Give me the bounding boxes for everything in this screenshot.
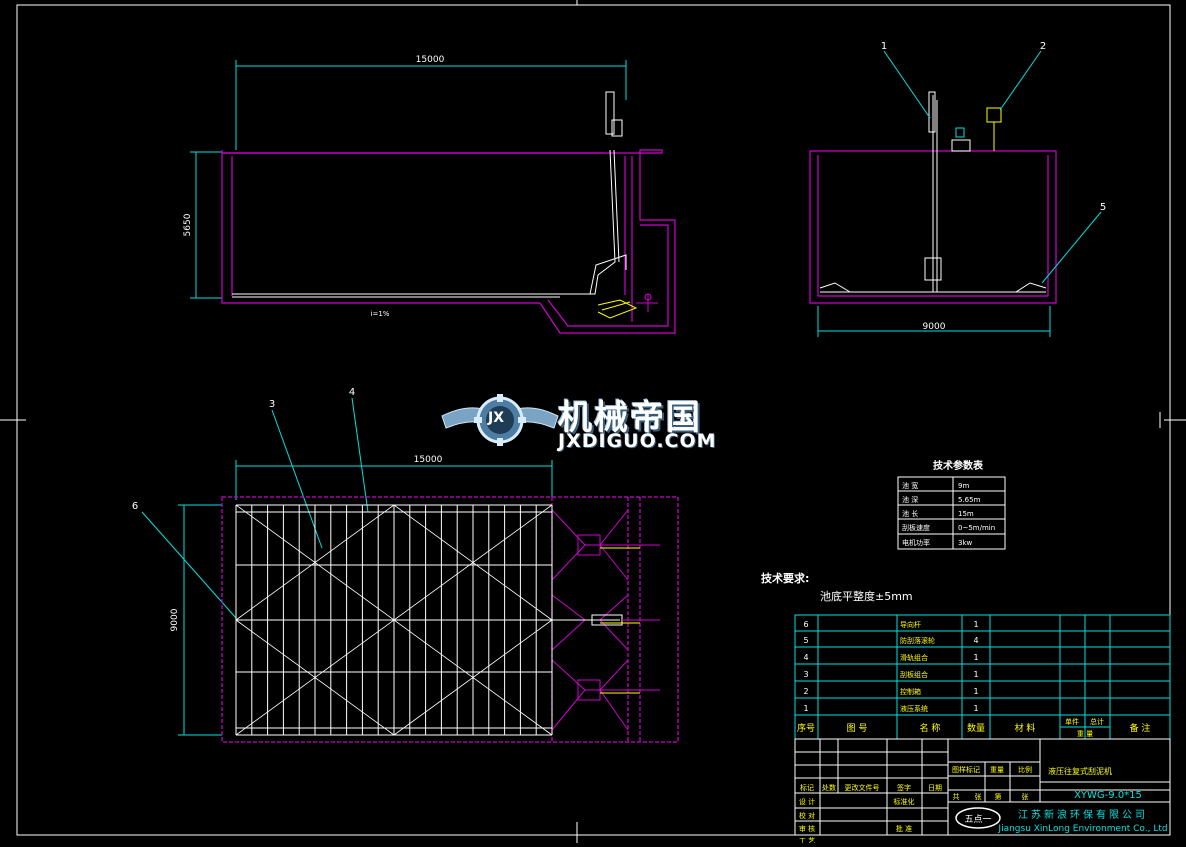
part-qty: 1 — [973, 653, 978, 662]
tb-change-doc: 更改文件号 — [845, 783, 880, 792]
part-no: 4 — [803, 653, 808, 662]
tb-sheet-no: 第 — [995, 792, 1002, 801]
header-single: 单件 — [1065, 717, 1079, 726]
tb-sheet-word: 张 — [975, 792, 982, 801]
slope-label: i=1% — [371, 310, 390, 318]
param-label: 池 宽 — [902, 481, 918, 490]
header-material: 材 料 — [1015, 722, 1036, 734]
part-name: 滑轨组合 — [900, 653, 928, 662]
param-value: 9m — [958, 482, 969, 490]
tb-drawing-code: XYWG-9.0*15 — [1074, 790, 1142, 801]
elevation-length-dim: 15000 — [416, 55, 445, 65]
tb-review: 审 核 — [799, 824, 815, 833]
header-note: 备 注 — [1130, 722, 1151, 734]
param-label: 池 长 — [902, 509, 918, 518]
tb-standard: 标准化 — [894, 797, 915, 806]
tb-stage-label: 图样标记 — [952, 765, 980, 774]
tb-sign: 签字 — [897, 783, 911, 792]
part-name: 防刮落滚轮 — [900, 636, 935, 645]
header-no: 序号 — [797, 722, 815, 734]
company-name-cn: 江苏新浪环保有限公司 — [1018, 808, 1148, 821]
company-stamp — [955, 807, 1001, 829]
side-view — [809, 50, 1102, 337]
header-name: 名 称 — [920, 722, 941, 734]
tb-scale-label: 比例 — [1018, 765, 1032, 774]
header-qty: 数量 — [967, 722, 985, 734]
callout-5: 5 — [1100, 202, 1106, 213]
plan-view — [141, 397, 679, 743]
callout-3: 3 — [269, 399, 275, 410]
tb-sheet-word2: 张 — [1022, 792, 1029, 801]
param-value: 0~5m/min — [958, 524, 995, 532]
scraper-grid — [235, 504, 553, 736]
elevation-height-dim: 5650 — [183, 213, 193, 236]
company-stamp-text: 五点一 — [964, 814, 991, 825]
tb-approve: 批 准 — [896, 824, 912, 833]
tech-params-title: 技术参数表 — [933, 459, 984, 472]
watermark-logo-text: JX — [488, 410, 505, 426]
tb-check: 校 对 — [799, 811, 815, 820]
tech-requirements-heading: 技术要求: — [761, 571, 809, 585]
part-name: 液压系统 — [900, 704, 928, 713]
callout-1: 1 — [881, 41, 887, 52]
part-no: 2 — [803, 687, 808, 696]
param-label: 池 深 — [902, 495, 918, 504]
tb-sheet-total: 共 — [953, 792, 960, 801]
param-label: 刮板速度 — [902, 523, 930, 532]
part-qty: 1 — [973, 704, 978, 713]
tb-count: 处数 — [822, 783, 836, 792]
tb-design: 设 计 — [799, 797, 815, 806]
tb-date: 日期 — [928, 784, 942, 792]
tb-craft: 工 艺 — [799, 837, 815, 843]
callout-6: 6 — [132, 501, 138, 512]
part-qty: 1 — [973, 687, 978, 696]
gear-wings-logo-icon — [441, 394, 559, 446]
param-label: 电机功率 — [902, 538, 930, 547]
part-name: 控制箱 — [900, 687, 921, 696]
part-no: 5 — [803, 636, 808, 645]
tb-weight-label: 重量 — [990, 766, 1004, 774]
elevation-view — [190, 60, 676, 334]
callout-4: 4 — [349, 387, 355, 398]
side-width-dim: 9000 — [923, 322, 946, 332]
tech-params-table — [897, 476, 1006, 550]
tb-marker: 标记 — [800, 783, 814, 792]
part-no: 1 — [803, 704, 808, 713]
part-name: 导向杆 — [900, 620, 921, 629]
part-no: 3 — [803, 670, 808, 679]
part-no: 6 — [803, 620, 808, 629]
title-block — [794, 738, 1171, 836]
header-weight: 重 量 — [1077, 730, 1093, 738]
param-value: 15m — [958, 510, 974, 518]
plan-width-dim: 9000 — [170, 608, 180, 631]
company-name-en: Jiangsu XinLong Environment Co., Ltd — [997, 824, 1167, 834]
watermark-subtitle: JXDIGUO.COM — [558, 430, 717, 452]
watermark: JX 机械帝国 JXDIGUO.COM — [440, 388, 750, 458]
parts-list-table — [794, 614, 1171, 740]
tech-requirements-line: 池底平整度±5mm — [820, 589, 913, 603]
part-qty: 1 — [973, 620, 978, 629]
part-qty: 1 — [973, 670, 978, 679]
header-drawing-no: 图 号 — [847, 723, 868, 734]
watermark-title: 机械帝国 — [558, 398, 702, 438]
header-total: 总计 — [1090, 717, 1104, 726]
param-value: 3kw — [958, 539, 973, 547]
param-value: 5.65m — [958, 496, 981, 504]
tb-product-name: 液压往复式刮泥机 — [1048, 766, 1112, 776]
plan-length-dim: 15000 — [414, 455, 443, 465]
callout-2: 2 — [1040, 41, 1046, 52]
part-name: 刮板组合 — [900, 670, 928, 679]
part-qty: 4 — [973, 636, 978, 645]
